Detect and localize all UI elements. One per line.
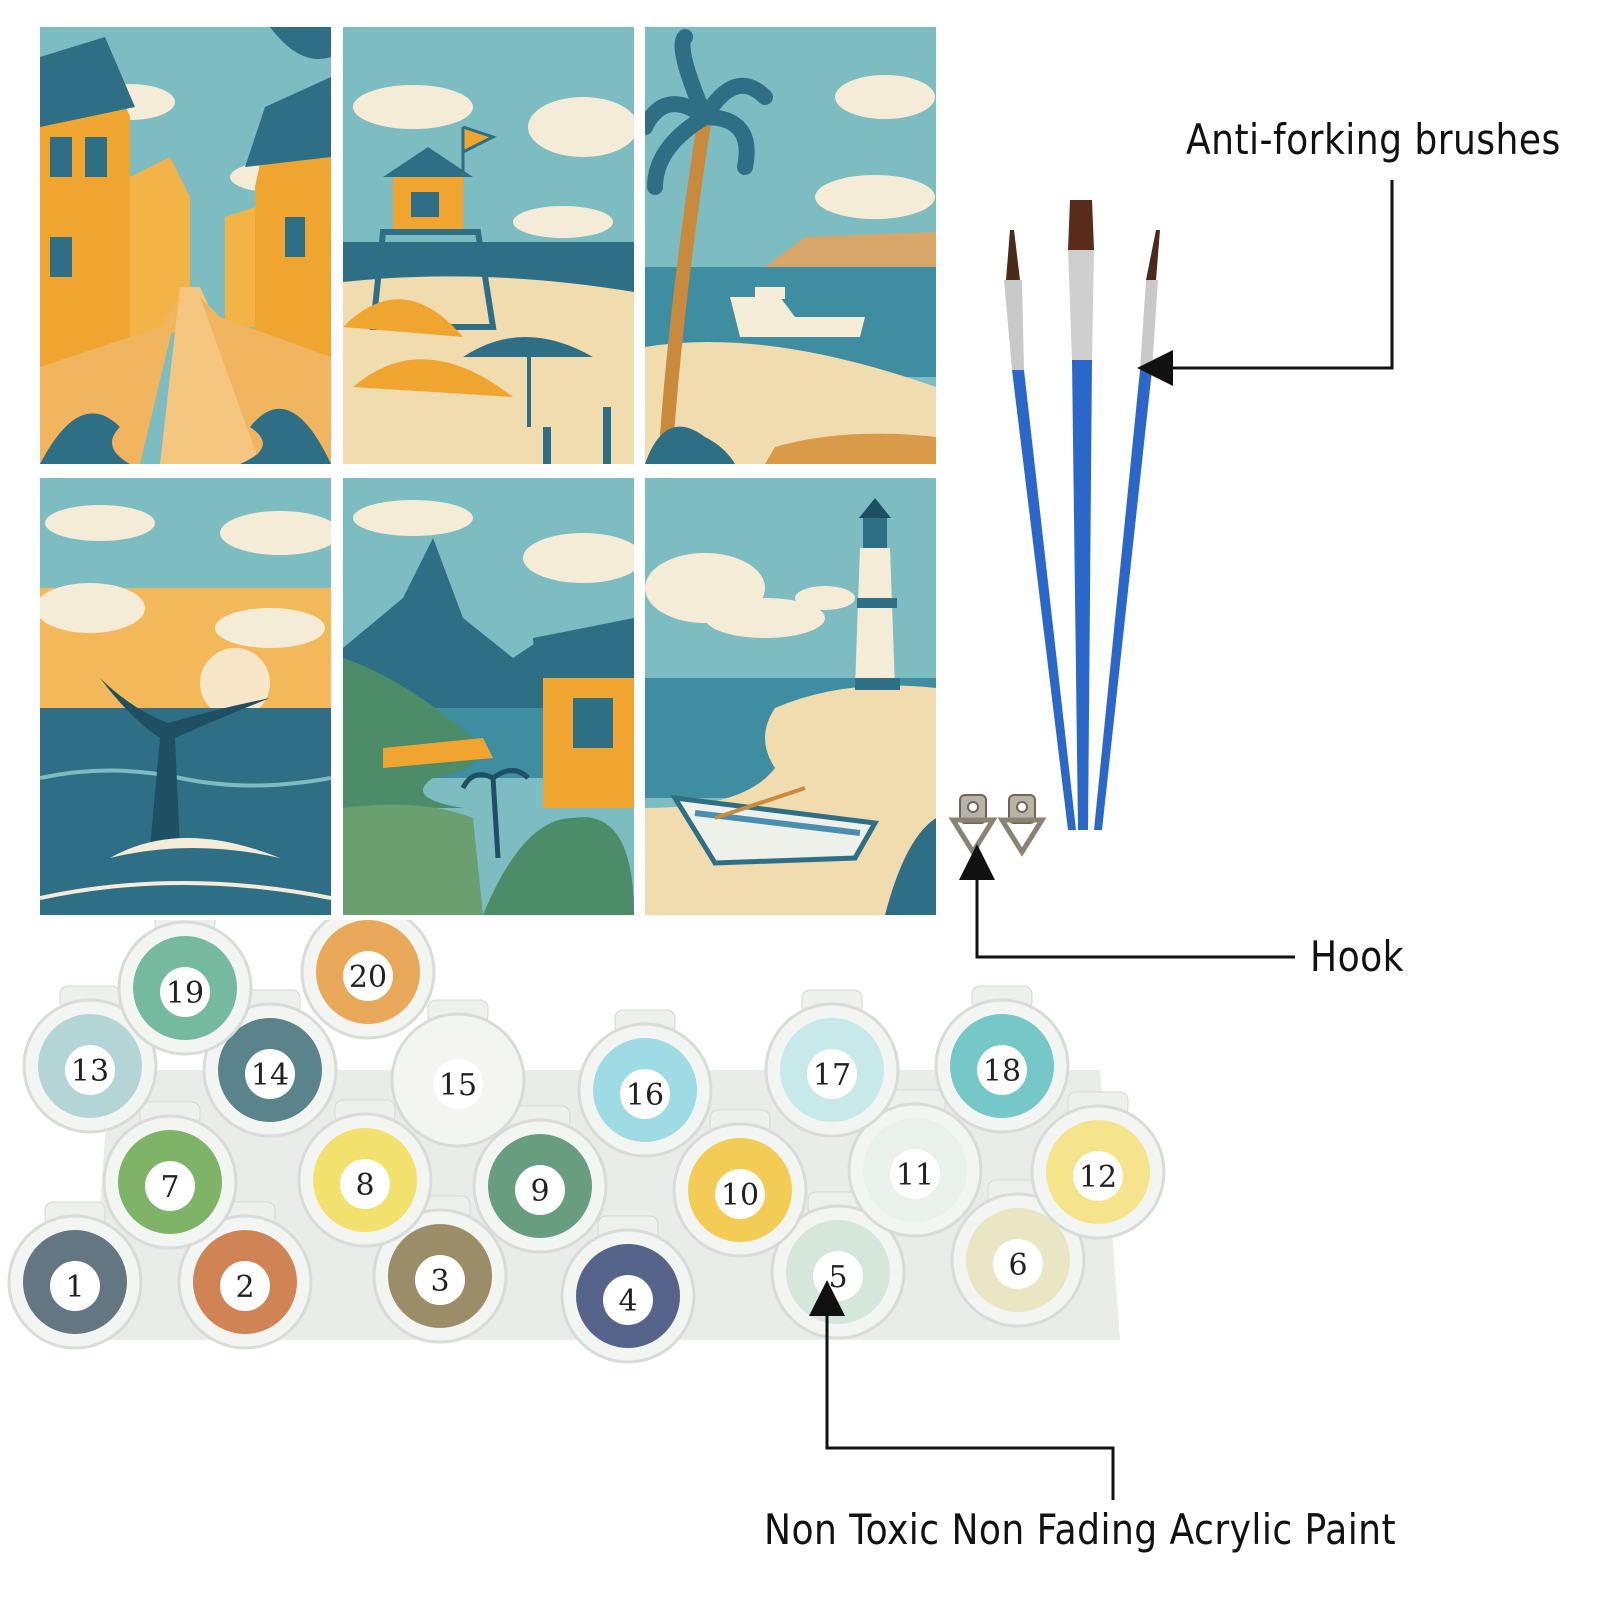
- paint-pot-14: 14: [202, 989, 338, 1138]
- paint-pot-number: 18: [983, 1054, 1021, 1089]
- canvas-whale-scene: [40, 478, 331, 915]
- paint-pot-15: 15: [390, 999, 526, 1148]
- canvas-mountain-coast-scene: [343, 478, 634, 915]
- paint-pot-number: 20: [349, 960, 387, 995]
- paint-pot-13: 13: [22, 985, 158, 1134]
- canvas-lifeguard-scene: [343, 27, 634, 464]
- hooks: [945, 790, 1055, 860]
- paint-pot-11: 11: [847, 1089, 983, 1238]
- paint-pot-19: 19: [117, 920, 253, 1056]
- paint-pot-number: 13: [71, 1054, 109, 1089]
- paint-pot-number: 16: [626, 1078, 664, 1113]
- paint-pot-number: 12: [1079, 1160, 1117, 1195]
- paint-pot-number: 10: [721, 1178, 759, 1213]
- paint-pot-number: 17: [813, 1058, 851, 1093]
- paint-pot-6: 6: [950, 1179, 1086, 1328]
- paint-pot-9: 9: [472, 1105, 608, 1254]
- paintbrush-icon: [1094, 230, 1160, 830]
- paint-pot-8: 8: [297, 1099, 433, 1248]
- paint-pot-number: 11: [896, 1158, 934, 1193]
- hook-label: Hook: [1310, 932, 1404, 981]
- paint-pot-16: 16: [577, 1009, 713, 1158]
- paint-pot-number: 19: [166, 976, 204, 1011]
- paint-pot-number: 3: [430, 1264, 449, 1299]
- canvas-lighthouse-scene: [645, 478, 936, 915]
- paint-pot-18: 18: [934, 985, 1070, 1134]
- paint-pot-3: 3: [372, 1195, 508, 1344]
- paint-pot-number: 4: [618, 1284, 637, 1319]
- paint-pot-2: 2: [177, 1201, 313, 1350]
- paint-label: Non Toxic Non Fading Acrylic Paint: [764, 1505, 1397, 1554]
- paint-pot-20: 20: [300, 920, 436, 1040]
- paint-pot-1: 1: [7, 1201, 143, 1350]
- paint-pot-number: 15: [439, 1068, 477, 1103]
- paint-pot-number: 6: [1008, 1248, 1027, 1283]
- paintbrush-set: [990, 190, 1180, 850]
- paintbrush-icon: [1004, 230, 1076, 830]
- paint-pot-10: 10: [672, 1109, 808, 1258]
- canvas-palm-boat-scene: [645, 27, 936, 464]
- sawtooth-hook-icon: [948, 794, 998, 857]
- paint-pot-17: 17: [764, 989, 900, 1138]
- paint-pot-12: 12: [1030, 1091, 1166, 1240]
- paint-pot-number: 8: [355, 1168, 374, 1203]
- paint-pot-number: 7: [160, 1170, 179, 1205]
- paint-pot-number: 5: [828, 1260, 847, 1295]
- paint-pot-7: 7: [102, 1101, 238, 1250]
- paint-pot-number: 2: [235, 1270, 254, 1305]
- paint-pot-4: 4: [560, 1215, 696, 1364]
- paint-pot-number: 9: [530, 1174, 549, 1209]
- paint-pot-number: 1: [65, 1270, 84, 1305]
- sawtooth-hook-icon: [997, 794, 1047, 857]
- brushes-label: Anti-forking brushes: [1186, 115, 1561, 164]
- paint-pot-number: 14: [251, 1058, 289, 1093]
- canvas-street-scene: [40, 27, 331, 464]
- paintbrush-icon: [1068, 200, 1094, 830]
